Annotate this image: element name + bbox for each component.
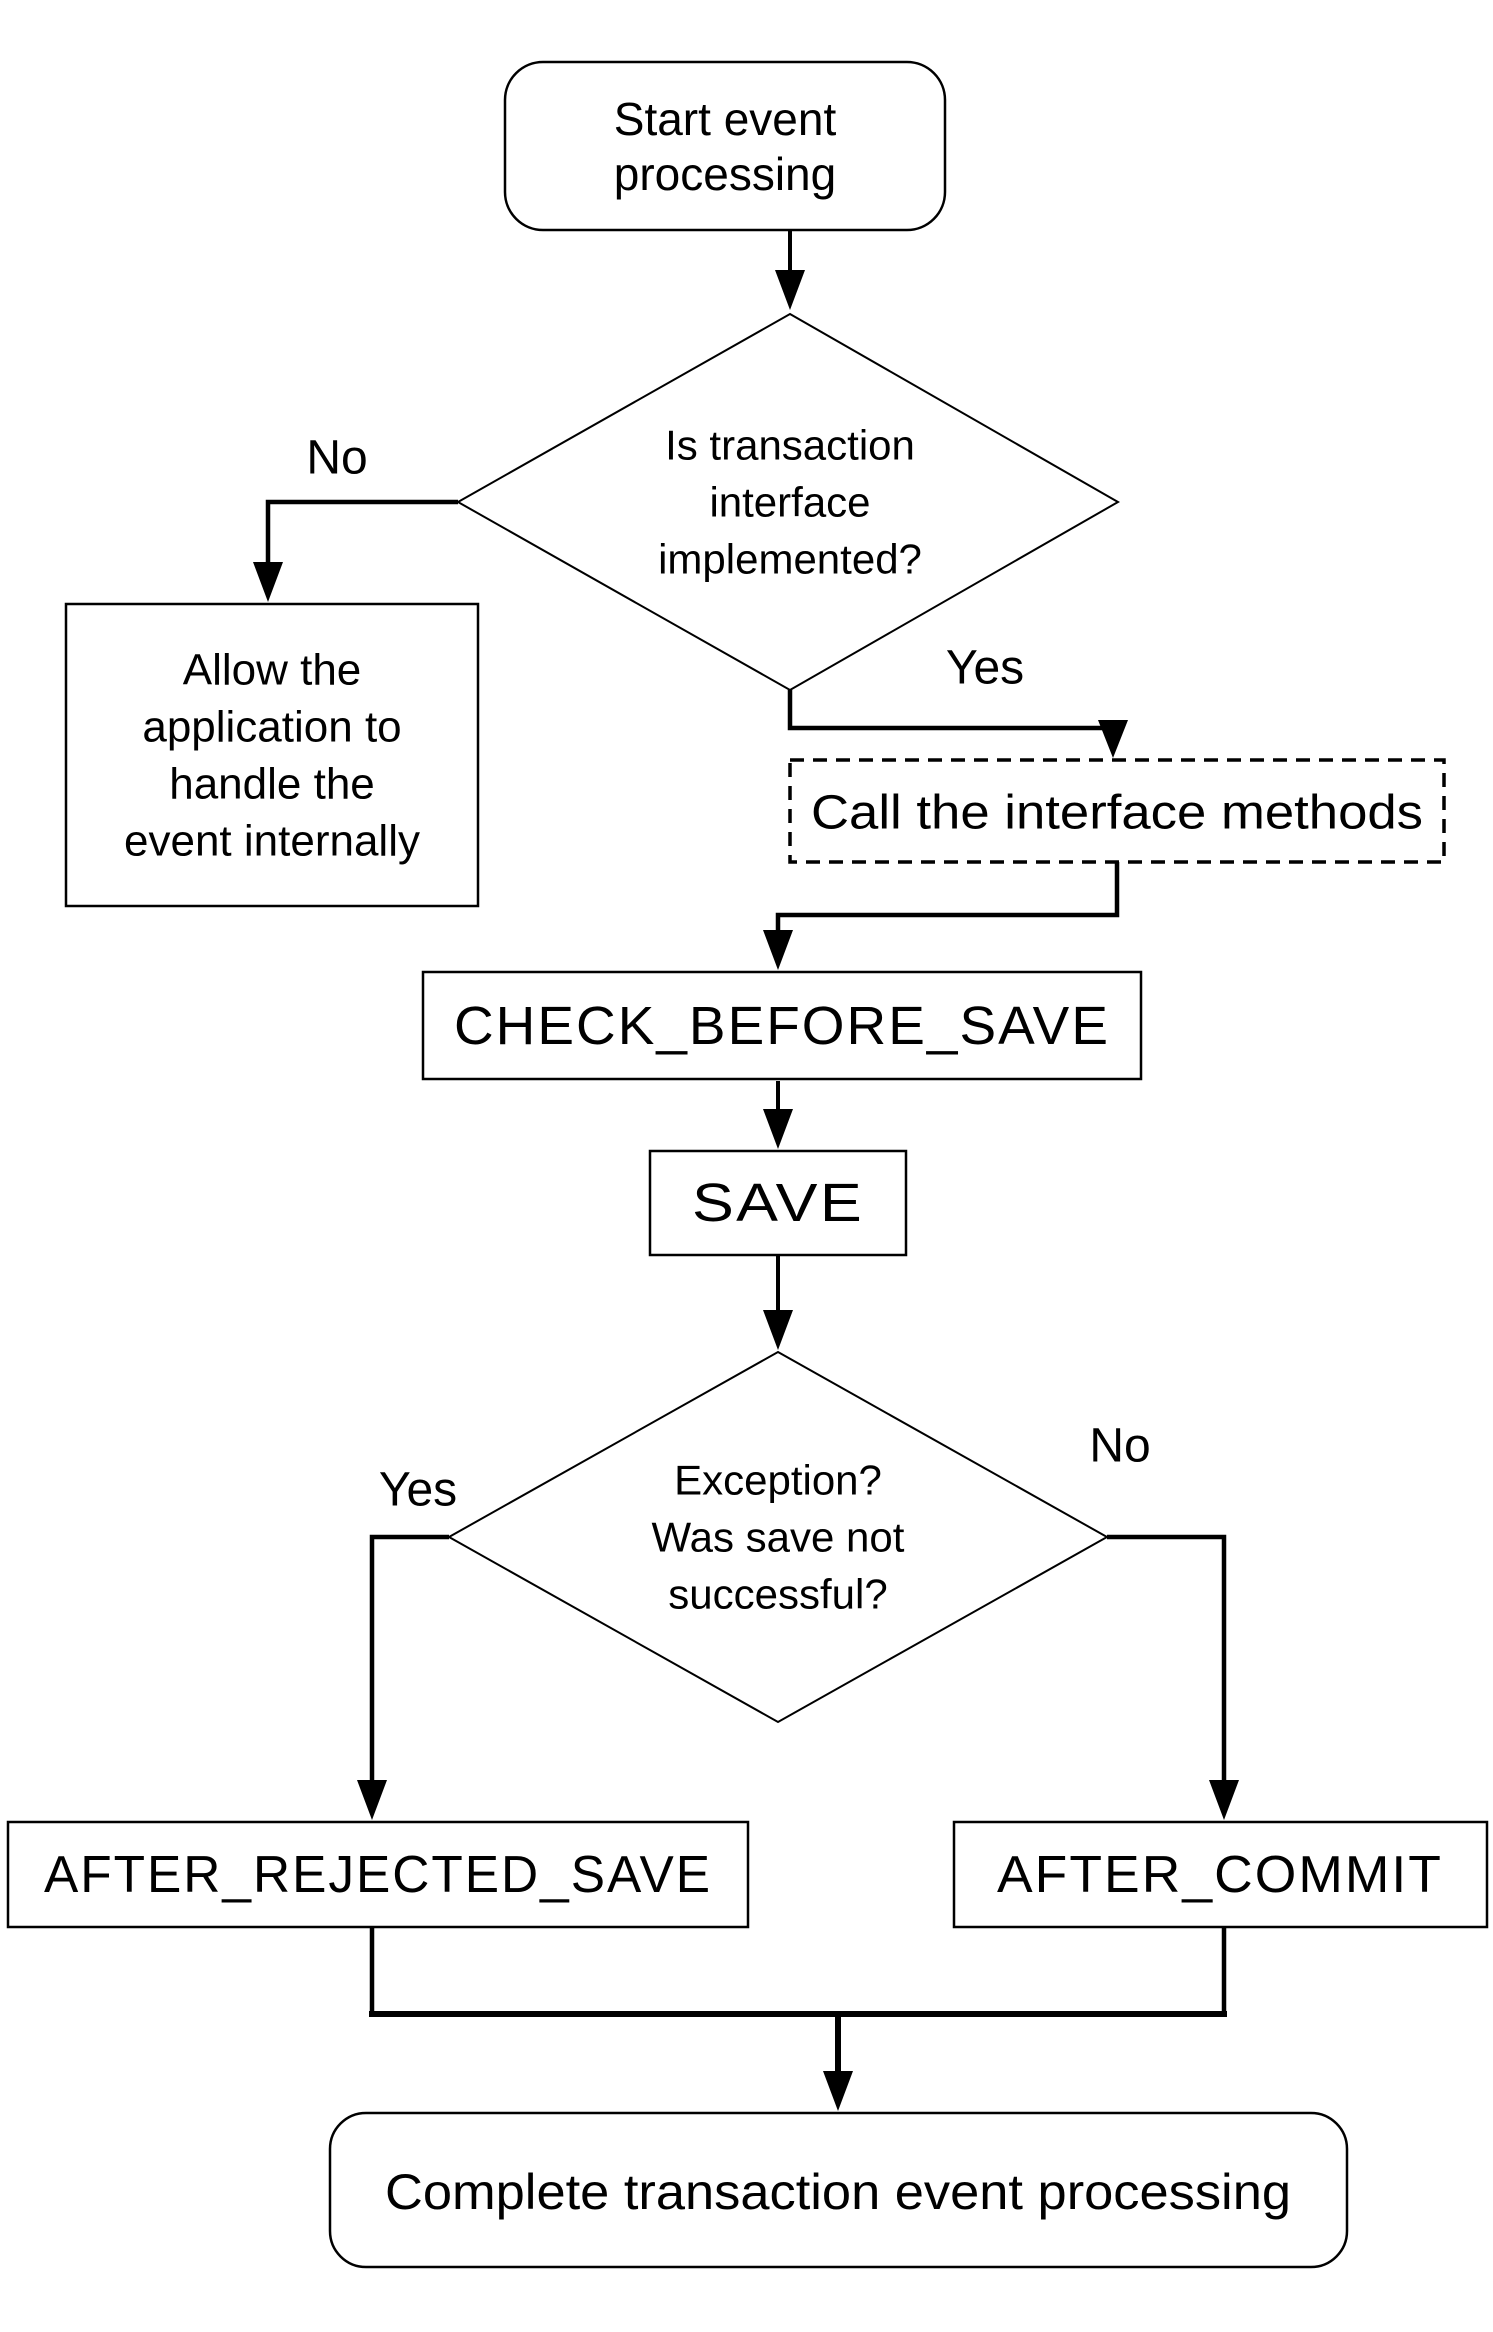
node-check-before-save-label: CHECK_BEFORE_SAVE — [454, 996, 1110, 1056]
edge-call-to-check — [763, 862, 1120, 970]
edge-decision1-yes — [787, 690, 1128, 758]
arrowhead — [357, 1780, 387, 1820]
node-decision-exception-label: Was save not — [652, 1514, 905, 1561]
arrowhead — [823, 2071, 853, 2111]
edge-merge-to-complete — [369, 1927, 1227, 2111]
node-allow-internal-label: application to — [142, 703, 401, 752]
node-call-interface-label: Call the interface methods — [811, 787, 1423, 840]
node-complete-label: Complete transaction event processing — [385, 2164, 1291, 2220]
edge-save-to-decision2 — [763, 1255, 793, 1350]
node-after-rejected-save-label: AFTER_REJECTED_SAVE — [44, 1846, 712, 1904]
edge-start-to-decision1 — [775, 230, 805, 310]
node-complete: Complete transaction event processing — [328, 2111, 1349, 2269]
arrowhead — [763, 1109, 793, 1149]
node-decision-exception-label: Exception? — [674, 1457, 882, 1504]
edge-check-to-save — [763, 1081, 793, 1149]
arrowhead — [775, 270, 805, 310]
node-decision-save-exception: Exception? Was save not successful? — [446, 1350, 1110, 1724]
node-after-commit: AFTER_COMMIT — [952, 1820, 1489, 1929]
node-after-commit-label: AFTER_COMMIT — [997, 1846, 1443, 1904]
node-allow-internal-handling: Allow the application to handle the even… — [64, 602, 480, 908]
edge-label-yes-transaction: Yes — [946, 642, 1024, 695]
node-start-label: processing — [614, 148, 836, 200]
arrowhead — [763, 1310, 793, 1350]
edge-label-no-exception: No — [1089, 1420, 1150, 1473]
edge-decision2-no — [1107, 1534, 1239, 1820]
arrowhead — [1209, 1780, 1239, 1820]
node-allow-internal-label: Allow the — [183, 646, 362, 695]
node-decision-transaction-label: Is transaction — [665, 422, 915, 469]
node-allow-internal-label: handle the — [169, 760, 375, 809]
node-after-rejected-save: AFTER_REJECTED_SAVE — [6, 1820, 750, 1929]
node-call-interface-methods: Call the interface methods — [788, 758, 1446, 864]
node-save: SAVE — [648, 1149, 908, 1257]
node-save-label: SAVE — [692, 1173, 864, 1233]
edge-label-yes-exception: Yes — [379, 1464, 457, 1517]
node-start: Start event processing — [503, 60, 947, 232]
edge-label-no-transaction: No — [306, 432, 367, 485]
arrowhead — [1098, 720, 1128, 758]
edge-decision2-yes — [357, 1534, 449, 1820]
node-decision-transaction-label: interface — [709, 479, 870, 526]
arrowhead — [763, 930, 793, 970]
node-start-label: Start event — [614, 93, 837, 145]
arrowhead — [253, 562, 283, 602]
node-decision-transaction-label: implemented? — [658, 536, 922, 583]
node-allow-internal-label: event internally — [124, 817, 420, 866]
edge-decision1-no — [253, 499, 458, 602]
node-decision-exception-label: successful? — [668, 1571, 887, 1618]
node-decision-transaction-interface: Is transaction interface implemented? — [455, 312, 1121, 692]
node-check-before-save: CHECK_BEFORE_SAVE — [421, 970, 1143, 1081]
